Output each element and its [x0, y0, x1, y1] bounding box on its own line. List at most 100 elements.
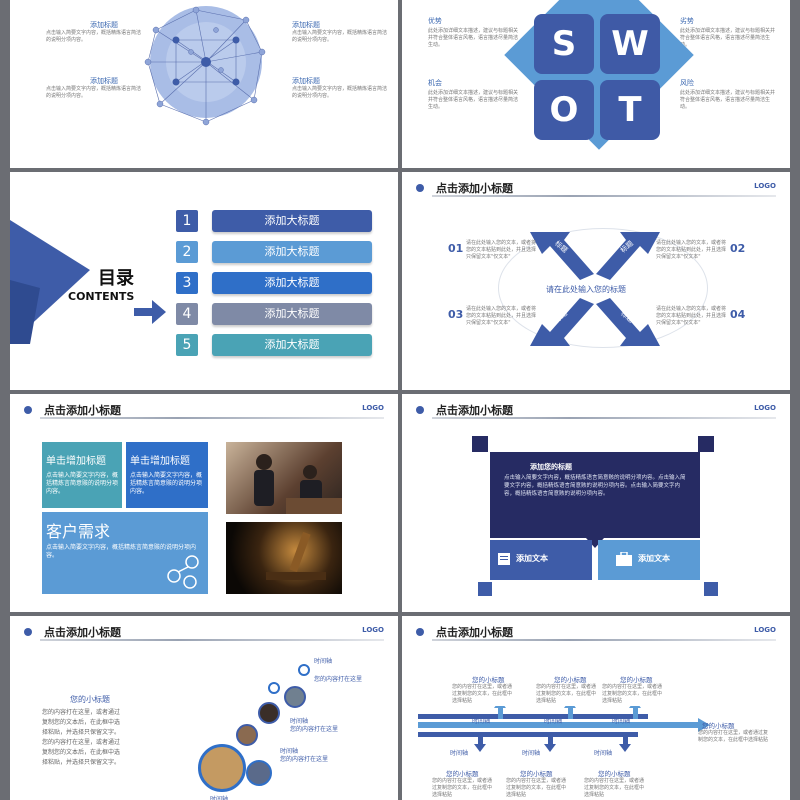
header-divider: [40, 417, 384, 419]
top-text-2: 您的内容打在这里，或者通过复制您的文本，在此框中选择粘贴: [536, 684, 597, 704]
bottom-title-2: 您的小标题: [520, 770, 553, 778]
text-right-bottom: 点击输入简要文字内容，概括精炼语言简洁的说明分项内容。: [292, 86, 388, 99]
label-right-bottom: 添加标题: [292, 77, 320, 85]
top-title-2: 您的小标题: [554, 676, 587, 684]
toc-item-1[interactable]: 添加大标题: [212, 210, 372, 232]
add-text-button-2[interactable]: 添加文本: [598, 540, 700, 580]
document-icon: [498, 553, 510, 565]
logo: LOGO: [362, 404, 384, 412]
text-02: 请在此处输入您的文本，或者将您的文本粘贴到此处，并且选择只保留文本"仅文本": [656, 240, 727, 260]
network-globe-icon: [144, 6, 266, 126]
timeline-label-1: 时间轴: [472, 718, 491, 725]
swot-w-tile: W: [600, 14, 660, 74]
slide-panel[interactable]: 点击添加小标题 LOGO 添加您的标题 点击输入简要文字内容，概括精炼语言简意赅…: [402, 394, 790, 612]
timeline-label-3: 时间轴: [612, 718, 631, 725]
time-text-2: 您的内容打在这里: [290, 726, 339, 733]
toc-num-3: 3: [176, 272, 198, 294]
toc-item-2[interactable]: 添加大标题: [212, 241, 372, 263]
box-3-text: 点击输入简要文字内容，概括精炼言简意赅的说明分项内容。: [46, 544, 197, 559]
slide-header: 点击添加小标题: [44, 404, 121, 417]
bottom-text-2: 您的内容打在这里，或者通过复制您的文本，在此框中选择粘贴: [506, 778, 567, 798]
circle-photo-2: [246, 760, 272, 786]
header-dot: [24, 406, 32, 414]
swot-strength-label: 优势: [428, 17, 442, 25]
circle-photo-3: [236, 724, 258, 746]
contents-subtitle: CONTENTS: [68, 290, 135, 303]
timeline-arrows-icon: [418, 706, 710, 752]
four-arrows-icon: [530, 232, 660, 346]
header-dot: [416, 628, 424, 636]
text-left-top: 点击输入简要文字内容，概括精炼语言简洁的说明分项内容。: [46, 30, 142, 43]
corner-square-tl: [472, 436, 488, 452]
timeline-label-2: 时间轴: [544, 718, 563, 725]
corner-square-br: [704, 582, 718, 596]
add-text-button-1[interactable]: 添加文本: [490, 540, 592, 580]
header-divider: [432, 639, 776, 641]
time-text-3: 您的内容打在这里: [280, 756, 329, 763]
num-02: 02: [730, 242, 746, 255]
time-text-1: 您的内容打在这里: [314, 676, 363, 683]
logo: LOGO: [754, 626, 776, 634]
slide-header: 点击添加小标题: [44, 626, 121, 639]
circle-small-1: [268, 682, 280, 694]
top-title-3: 您的小标题: [620, 676, 653, 684]
box-2: 单击增加标题 点击输入简要文字内容，概括精炼言简意赅的说明分项内容。: [126, 442, 208, 508]
slide-contents[interactable]: 目录 CONTENTS 1 添加大标题 2 添加大标题 3 添加大标题 4 添加…: [10, 172, 398, 390]
box-3-title: 客户需求: [46, 522, 111, 541]
toc-num-1: 1: [176, 210, 198, 232]
toc-item-3[interactable]: 添加大标题: [212, 272, 372, 294]
header-divider: [432, 195, 776, 197]
slide-header: 点击添加小标题: [436, 626, 513, 639]
time-label-3: 时间轴: [280, 748, 299, 755]
bottom-text-1: 您的内容打在这里，或者通过复制您的文本，在此框中选择粘贴: [432, 778, 493, 798]
bottom-title-1: 您的小标题: [446, 770, 479, 778]
logo: LOGO: [362, 626, 384, 634]
time-label-1: 时间轴: [314, 658, 333, 665]
logo: LOGO: [754, 404, 776, 412]
swot-o-tile: O: [534, 80, 594, 140]
corner-square-tr: [698, 436, 714, 452]
right-title: 您的小标题: [702, 722, 735, 730]
arrow-shape-icon: [10, 220, 90, 344]
sub-text: 您的内容打在这里，或者通过复制您的文本后，在此框中选择粘贴，并选择只保留文字。您…: [42, 709, 121, 766]
label-left-bottom: 添加标题: [90, 77, 118, 85]
bottom-text-3: 您的内容打在这里，或者通过复制您的文本，在此框中选择粘贴: [584, 778, 645, 798]
box-2-text: 点击输入简要文字内容，概括精炼言简意赅的说明分项内容。: [130, 472, 203, 495]
gavel-icon: [266, 531, 326, 580]
swot-strength-text: 此处添加详细文本描述，建议与标题相关并符合整体语言风格，语言描述尽量简洁生动。: [428, 28, 519, 48]
toc-num-4: 4: [176, 303, 198, 325]
timeline-label-6: 时间轴: [594, 750, 613, 757]
swot-threat-text: 此处添加详细文本描述，建议与标题相关并符合整体语言风格，语言描述尽量简洁生动。: [680, 90, 776, 110]
photo-business-people: [226, 442, 342, 514]
text-03: 请在此处输入您的文本，或者将您的文本粘贴到此处，并且选择只保留文本"仅文本": [466, 306, 537, 326]
slide-boxes-photos[interactable]: 点击添加小标题 LOGO 单击增加标题 点击输入简要文字内容，概括精炼言简意赅的…: [10, 394, 398, 612]
corner-square-bl: [478, 582, 492, 596]
network-node-icon: [167, 555, 199, 589]
swot-weakness-text: 此处添加详细文本描述，建议与标题相关并符合整体语言风格，语言描述尽量简洁生动。: [680, 28, 776, 48]
toc-item-4[interactable]: 添加大标题: [212, 303, 372, 325]
toc-item-5[interactable]: 添加大标题: [212, 334, 372, 356]
time-label-2: 时间轴: [290, 718, 309, 725]
navy-panel: 添加您的标题 点击输入简要文字内容，概括精炼语言简意赅的说明分项内容。点击输入简…: [490, 452, 700, 538]
header-divider: [432, 417, 776, 419]
header-divider: [40, 639, 384, 641]
text-04: 请在此处输入您的文本，或者将您的文本粘贴到此处，并且选择只保留文本"仅文本": [656, 306, 727, 326]
add-text-label-1: 添加文本: [516, 554, 548, 563]
panel-title: 添加您的标题: [530, 463, 572, 471]
text-right-top: 点击输入简要文字内容，概括精炼语言简洁的说明分项内容。: [292, 30, 388, 43]
box-3: 客户需求 点击输入简要文字内容，概括精炼言简意赅的说明分项内容。: [42, 512, 208, 594]
panel-text: 点击输入简要文字内容，概括精炼语言简意赅的说明分项内容。点击输入简要文字内容，概…: [504, 475, 686, 497]
timeline-label-5: 时间轴: [522, 750, 541, 757]
slide-horizontal-timeline[interactable]: 点击添加小标题 LOGO 您的小标题 您的内容打在这里，或者通过复制您的文本，在…: [402, 616, 790, 800]
box-1-title: 单击增加标题: [46, 456, 106, 467]
swot-t-tile: T: [600, 80, 660, 140]
slide-circle-timeline[interactable]: 点击添加小标题 LOGO 您的小标题 您的内容打在这里，或者通过复制您的文本后，…: [10, 616, 398, 800]
swot-opportunity-label: 机会: [428, 79, 442, 87]
box-2-title: 单击增加标题: [130, 456, 190, 467]
slide-network[interactable]: 添加标题 点击输入简要文字内容，概括精炼语言简洁的说明分项内容。 添加标题 点击…: [10, 0, 398, 168]
slide-swot[interactable]: 优势 此处添加详细文本描述，建议与标题相关并符合整体语言风格，语言描述尽量简洁生…: [402, 0, 790, 168]
slide-four-arrows[interactable]: 点击添加小标题 LOGO 标题 标题 标题 标题 请在此处输入您的标题 01 请…: [402, 172, 790, 390]
photo-gavel: [226, 522, 342, 594]
contents-title: 目录: [98, 268, 134, 289]
top-text-3: 您的内容打在这里，或者通过复制您的文本，在此框中选择粘贴: [602, 684, 663, 704]
